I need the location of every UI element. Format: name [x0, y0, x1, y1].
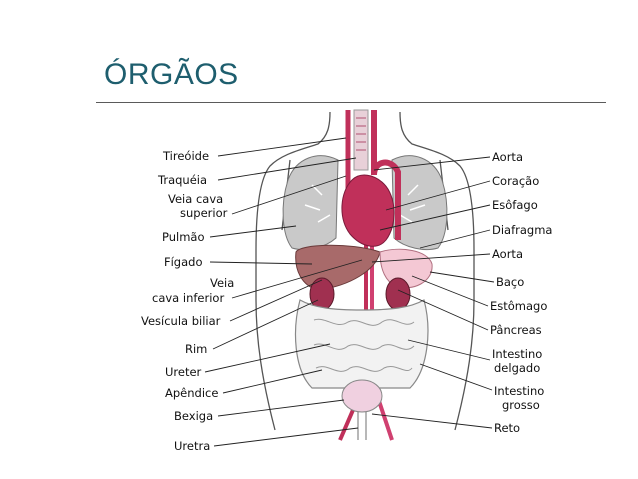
left-lung [283, 156, 338, 250]
label-inferior-vena-cava-line2: cava inferior [152, 291, 224, 305]
label-lung: Pulmão [162, 230, 205, 244]
label-thyroid: Tireóide [162, 149, 209, 163]
label-trachea: Traquéia [157, 173, 207, 187]
bladder [342, 380, 382, 412]
label-aorta-upper: Aorta [492, 150, 523, 164]
intestines [296, 300, 428, 388]
label-bladder: Bexiga [174, 409, 213, 423]
label-large-intestine-line1: Intestino [494, 384, 544, 398]
label-gallbladder: Vesícula biliar [141, 314, 221, 328]
label-diaphragm: Diafragma [492, 223, 552, 237]
label-small-intestine-line1: Intestino [492, 347, 542, 361]
urethra [358, 412, 366, 440]
label-esophagus: Esôfago [492, 198, 538, 212]
label-appendix: Apêndice [165, 386, 218, 400]
label-ureter: Ureter [165, 365, 202, 379]
label-aorta-lower: Aorta [492, 247, 523, 261]
label-inferior-vena-cava-line1: Veia [210, 276, 234, 290]
label-stomach: Estômago [490, 299, 547, 313]
label-spleen: Baço [496, 275, 524, 289]
label-rectum: Reto [494, 421, 520, 435]
label-kidney: Rim [185, 342, 207, 356]
trachea [354, 110, 368, 170]
label-pancreas: Pâncreas [490, 323, 542, 337]
label-superior-vena-cava-line1: Veia cava [168, 192, 223, 206]
label-superior-vena-cava-line2: superior [180, 206, 228, 220]
heart [342, 175, 394, 246]
label-heart: Coração [492, 174, 539, 188]
label-small-intestine-line2: delgado [494, 361, 540, 375]
label-urethra: Uretra [174, 439, 210, 453]
label-large-intestine-line2: grosso [502, 398, 540, 412]
label-liver: Fígado [164, 255, 203, 269]
